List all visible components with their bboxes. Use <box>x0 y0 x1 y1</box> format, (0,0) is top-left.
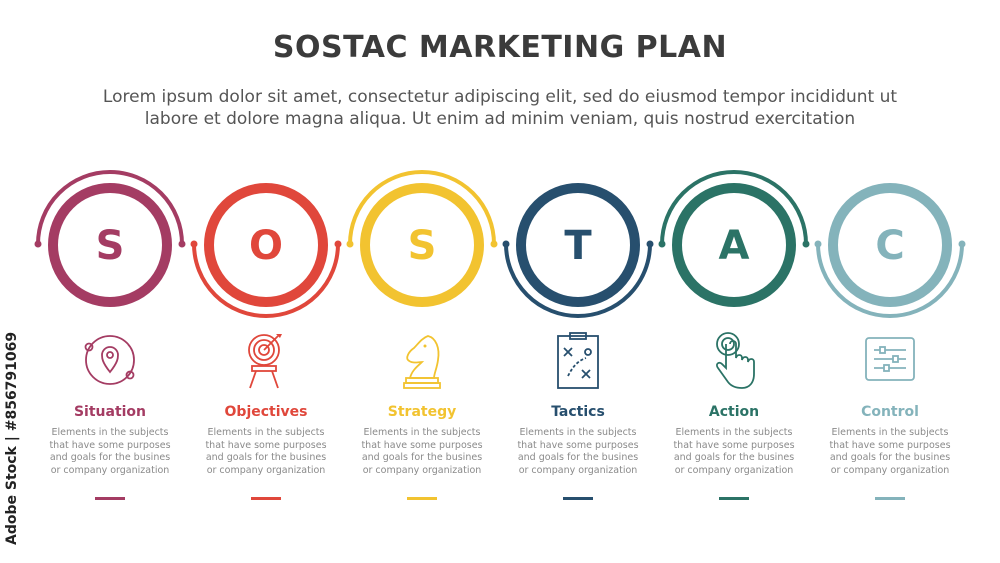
step-description: Elements in the subjects that have some … <box>361 427 483 476</box>
step-description: Elements in the subjects that have some … <box>205 427 327 476</box>
control-sliders-icon <box>865 337 915 381</box>
step-label: Control <box>861 404 919 420</box>
ring-action <box>658 170 810 307</box>
clipboard-plan-icon <box>557 332 599 389</box>
step-letter: C <box>875 223 905 269</box>
chess-knight-icon <box>403 335 441 389</box>
ring-objectives <box>190 183 342 318</box>
step-action: A Action Elements in the subjects that h… <box>659 0 809 563</box>
step-tactics: T Tactics Elements in the subjects that … <box>503 0 653 563</box>
step-label: Situation <box>73 404 147 420</box>
step-letter: S <box>95 223 125 269</box>
step-objectives: O Objectives Elements in the subjects th… <box>191 0 341 563</box>
step-underline <box>875 497 905 500</box>
page-title: SOSTAC MARKETING PLAN <box>272 30 728 65</box>
step-letter: O <box>248 223 283 269</box>
step-label: Strategy <box>387 404 457 420</box>
step-underline <box>407 497 437 500</box>
step-description: Elements in the subjects that have some … <box>829 427 951 476</box>
step-label: Action <box>708 404 760 420</box>
step-label: Tactics <box>551 404 605 420</box>
step-description: Elements in the subjects that have some … <box>517 427 639 476</box>
step-underline <box>563 497 593 500</box>
target-easel-icon <box>248 334 282 389</box>
step-underline <box>251 497 281 500</box>
step-description: Elements in the subjects that have some … <box>673 427 795 476</box>
ring-tactics <box>502 183 654 318</box>
step-letter: T <box>564 223 592 269</box>
ring-strategy <box>346 170 498 307</box>
step-strategy: S Strategy Elements in the subjects that… <box>347 0 497 563</box>
ring-situation <box>34 170 186 307</box>
step-label: Objectives <box>224 404 308 420</box>
step-letter: S <box>407 223 437 269</box>
location-orbit-icon <box>84 335 135 385</box>
ring-control <box>814 183 966 318</box>
hand-click-icon <box>716 332 755 389</box>
step-underline <box>719 497 749 500</box>
stock-watermark: Adobe Stock | #856791069 <box>4 331 20 545</box>
step-situation: S Situation Elements in the subjects tha… <box>35 0 185 563</box>
page-subtitle: Lorem ipsum dolor sit amet, consectetur … <box>102 87 898 129</box>
step-underline <box>95 497 125 500</box>
step-letter: A <box>718 223 750 269</box>
step-description: Elements in the subjects that have some … <box>49 427 171 476</box>
step-control: C Control Elements in the subjects that … <box>815 0 965 563</box>
